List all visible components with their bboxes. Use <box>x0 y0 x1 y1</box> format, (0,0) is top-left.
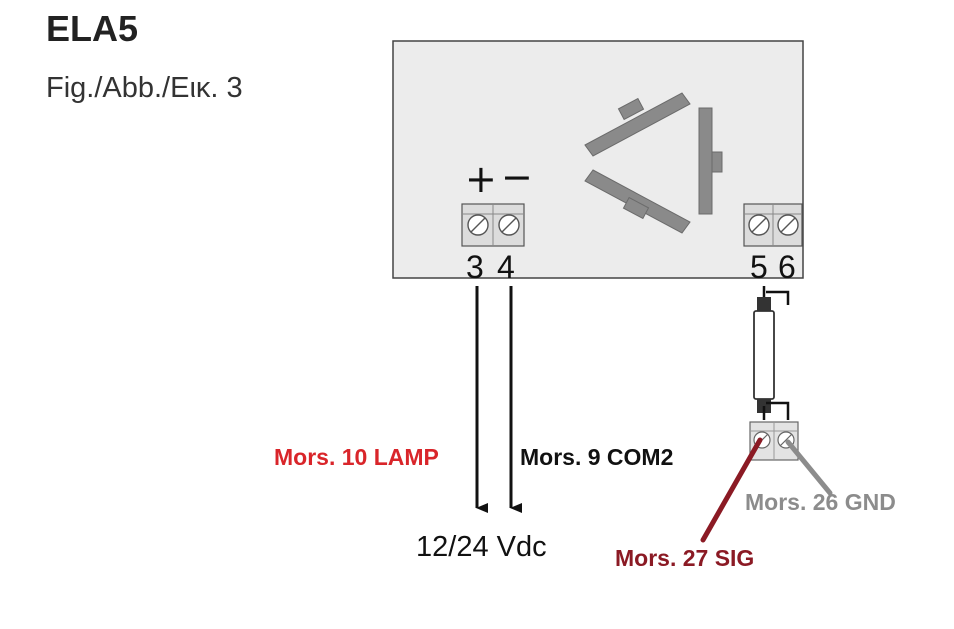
sig-wire-label: Mors. 27 SIG <box>615 545 755 571</box>
wire-gnd <box>785 439 833 496</box>
terminal-5-label: 5 <box>750 249 768 285</box>
gnd-wire-label: Mors. 26 GND <box>745 489 896 515</box>
supply-voltage-label: 12/24 Vdc <box>416 531 547 563</box>
terminal-4-label: 4 <box>497 249 515 285</box>
model-title: ELA5 <box>46 8 139 49</box>
terminal-block-sensor <box>743 203 803 247</box>
terminal-block-power <box>461 203 525 247</box>
polarity-minus-label: − <box>501 155 533 199</box>
com2-wire-label: Mors. 9 COM2 <box>520 444 674 470</box>
wire-sig <box>700 437 763 543</box>
terminal-6-label: 6 <box>778 249 796 285</box>
sensor-symbol <box>584 92 723 234</box>
sensor-cable <box>753 286 790 420</box>
polarity-plus-label: + <box>465 157 497 201</box>
figure-caption: Fig./Abb./Εικ. 3 <box>46 72 243 104</box>
device-housing <box>392 40 804 279</box>
lamp-wire-label: Mors. 10 LAMP <box>274 444 439 470</box>
terminal-3-label: 3 <box>466 249 484 285</box>
